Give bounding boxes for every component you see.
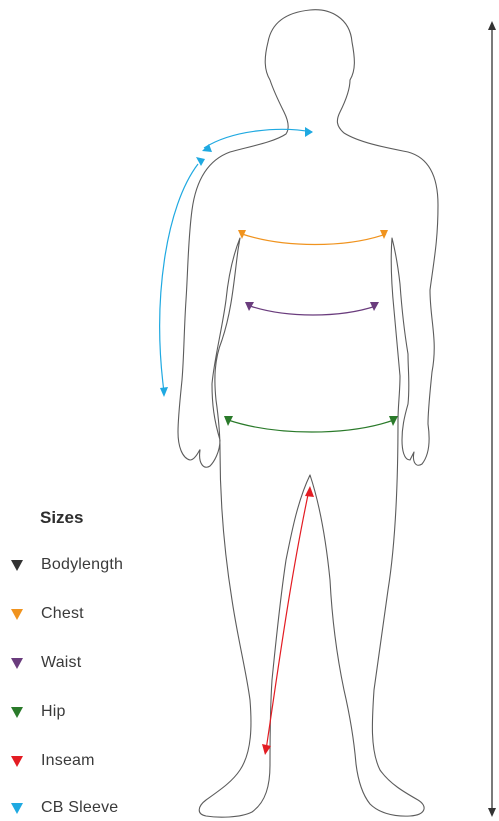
legend-label: Bodylength [41, 556, 123, 574]
legend-item-cb-sleeve: CB Sleeve [10, 796, 118, 820]
waist-arrow [245, 302, 379, 315]
legend-label: Chest [41, 605, 84, 623]
chest-arrow [238, 230, 388, 245]
bodylength-arrow [488, 21, 496, 817]
legend-title: Sizes [40, 508, 83, 528]
triangle-down-icon [10, 607, 24, 621]
legend-item-waist: Waist [10, 651, 81, 675]
legend-item-bodylength: Bodylength [10, 553, 123, 577]
legend-label: CB Sleeve [41, 799, 118, 817]
triangle-down-icon [10, 558, 24, 572]
legend-label: Hip [41, 703, 66, 721]
legend-label: Inseam [41, 752, 95, 770]
inseam-arrow [262, 486, 314, 755]
triangle-down-icon [10, 801, 24, 815]
triangle-down-icon [10, 705, 24, 719]
legend-item-inseam: Inseam [10, 749, 95, 773]
legend-item-hip: Hip [10, 700, 66, 724]
triangle-down-icon [10, 656, 24, 670]
legend-label: Waist [41, 654, 81, 672]
hip-arrow [224, 416, 398, 432]
legend-item-chest: Chest [10, 602, 84, 626]
triangle-down-icon [10, 754, 24, 768]
